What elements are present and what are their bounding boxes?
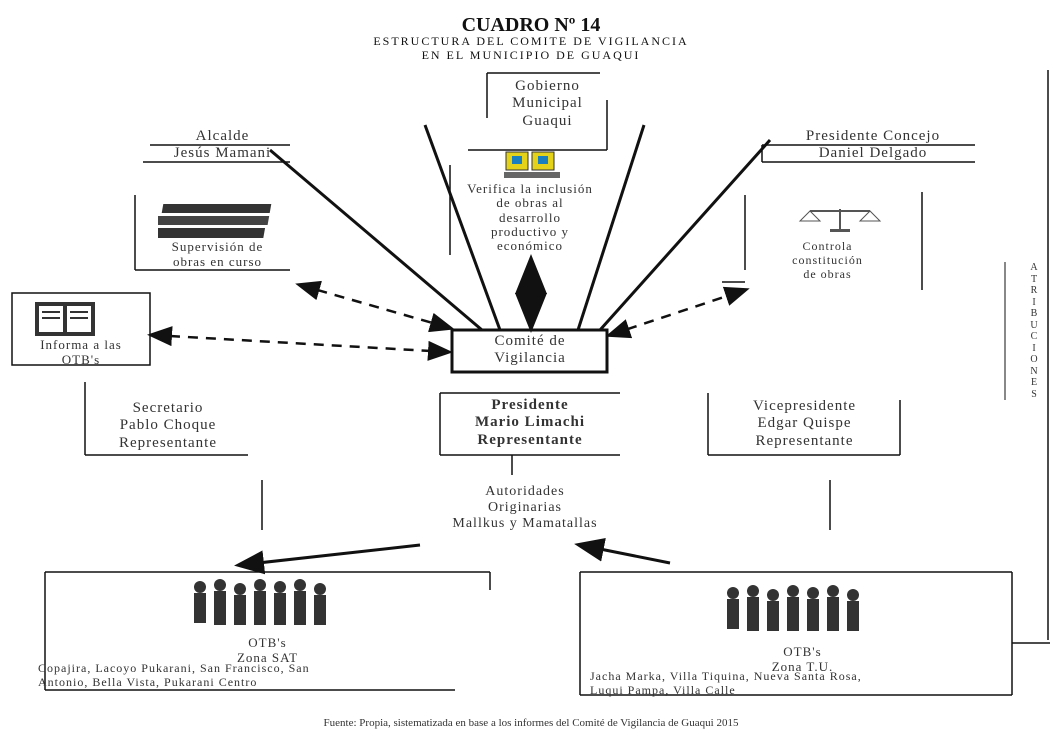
node-gobierno-municipal: Gobierno Municipal Guaqui [512,78,583,129]
node-informa: Informa a las OTB's [40,337,122,367]
crowd-icon-right [727,585,859,631]
crowd-icon-left [194,579,326,625]
books-icon [158,204,272,238]
chart-title: CUADRO Nº 14 [461,14,601,36]
node-controla: Controla constitución de obras [792,239,863,281]
node-alcalde: Alcalde Jesús Mamani [173,128,272,162]
node-verifica: Verifica la inclusión de obras al desarr… [467,181,593,254]
computer-icon [504,151,560,178]
node-presidente-concejo: Presidente Concejo Daniel Delgado [805,128,941,162]
footnote-source: Fuente: Propia, sistematizada en base a … [323,717,739,729]
scales-icon [798,209,882,232]
node-supervision: Supervisión de obras en curso [171,239,264,269]
gobierno-box-lines [468,72,608,151]
node-otb-left-title: OTB's Zona SAT [236,635,299,665]
side-label-atribuciones: A T R I B U C I O N E S [1030,262,1038,400]
node-otb-right-list: Jacha Marka, Villa Tiquina, Nueva Santa … [590,669,862,697]
node-otb-right-title: OTB's Zona T.U. [771,644,834,674]
node-vicepresidente: Vicepresidente Edgar Quispe Representant… [752,398,857,449]
node-otb-left-list: Copajira, Lacoyo Pukarani, San Francisco… [38,661,310,689]
chart-subtitle-2: EN EL MUNICIPIO DE GUAQUI [421,48,641,62]
node-autoridades-originarias: Autoridades Originarias Mallkus y Mamata… [452,484,598,532]
node-presidente: Presidente Mario Limachi Representante [474,397,586,448]
node-comite-vigilancia: Comité de Vigilancia [494,333,566,367]
node-secretario: Secretario Pablo Choque Representante [119,400,217,451]
open-book-icon [35,302,95,336]
chart-subtitle: ESTRUCTURA DEL COMITE DE VIGILANCIA [373,34,689,48]
